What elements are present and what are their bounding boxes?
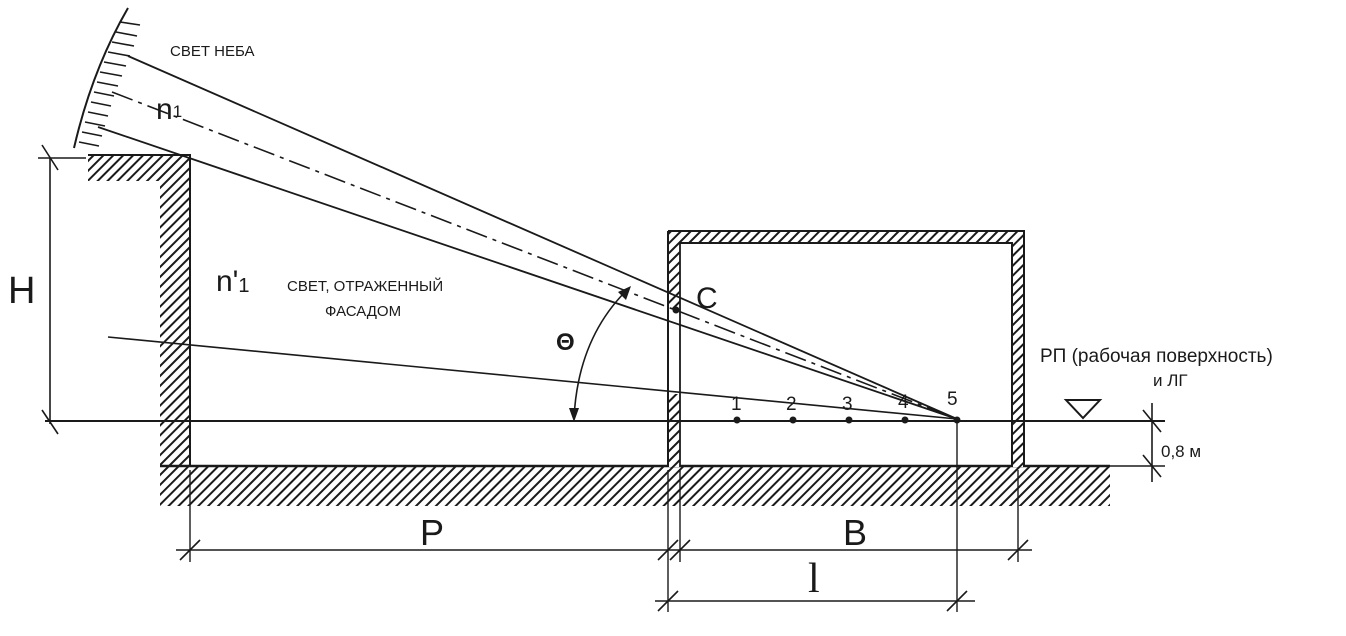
calc-point-2: [789, 416, 797, 424]
point-3-label: 3: [842, 394, 853, 415]
ray-lower: [97, 126, 958, 420]
dimension-08: [1110, 403, 1165, 482]
calc-points: [672, 306, 961, 424]
dim-l-label: l: [808, 556, 820, 602]
height-08-label: 0,8 м: [1161, 442, 1201, 461]
point-5-label: 5: [947, 389, 958, 410]
dim-p-label: P: [420, 512, 444, 553]
work-surface-label-1: РП (рабочая поверхность): [1040, 346, 1273, 367]
point-4-label: 4: [898, 392, 909, 413]
sky-arc: [73, 7, 141, 149]
n1-label: n1: [156, 93, 182, 126]
dimension-p-b: [176, 470, 1032, 612]
light-rays: [97, 55, 958, 420]
dimension-h: [38, 144, 86, 435]
point-c-label: C: [696, 282, 718, 315]
dimension-l: [655, 590, 975, 612]
calc-point-3: [845, 416, 853, 424]
ray-upper: [127, 55, 958, 420]
ray-reflected: [107, 336, 958, 420]
point-1-label: 1: [731, 394, 742, 415]
ray-center-dashdot: [111, 91, 958, 420]
theta-label: Θ: [556, 329, 575, 356]
dim-b-label: B: [843, 512, 867, 553]
reflected-light-label-1: СВЕТ, ОТРАЖЕННЫЙ: [287, 277, 443, 295]
opposing-building-wall: [88, 154, 191, 468]
point-c-dot: [672, 306, 680, 314]
sky-light-label: СВЕТ НЕБА: [170, 43, 255, 60]
level-marker-icon: [1063, 399, 1103, 420]
point-2-label: 2: [786, 394, 797, 415]
reflected-light-label-2: ФАСАДОМ: [325, 303, 401, 320]
calc-point-4: [901, 416, 909, 424]
calc-point-1: [733, 416, 741, 424]
ground: [160, 464, 1110, 506]
dim-h-label: H: [8, 270, 35, 312]
room-building: [667, 230, 1025, 467]
theta-angle-arc: [569, 286, 631, 422]
n1-prime-label: n'1: [216, 265, 250, 298]
work-surface-label-2: и ЛГ: [1153, 371, 1188, 390]
